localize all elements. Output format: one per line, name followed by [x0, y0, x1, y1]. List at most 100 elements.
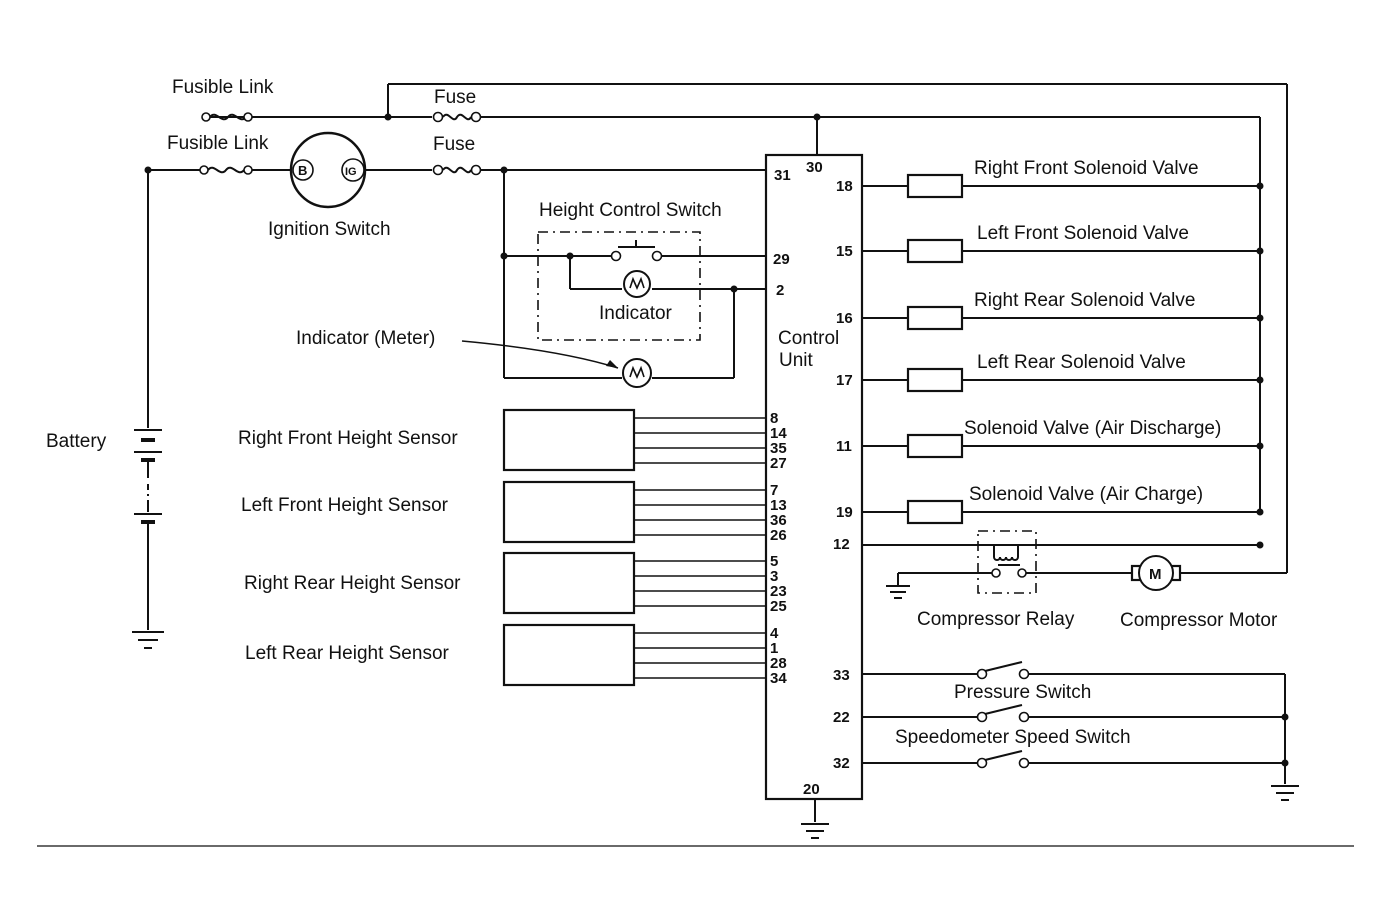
pin-2: 2	[776, 282, 784, 299]
solenoid-valve: 19 Solenoid Valve (Air Charge)	[836, 484, 1264, 525]
valve-pin-label: 17	[836, 372, 853, 389]
solenoid-valve-label: Solenoid Valve (Air Discharge)	[964, 418, 1221, 439]
valve-pin-label: 16	[836, 310, 853, 327]
height-sensor-box	[502, 623, 636, 687]
battery-label: Battery	[46, 431, 107, 452]
solenoid-valve: 16 Right Rear Solenoid Valve	[836, 290, 1264, 331]
sensor-pin-label: 7	[770, 482, 778, 499]
solenoid-valve-label: Right Rear Solenoid Valve	[974, 290, 1195, 311]
solenoid-valve-label: Solenoid Valve (Air Charge)	[969, 484, 1203, 505]
height-sensor-label: Left Front Height Sensor	[241, 495, 449, 516]
compressor-relay-icon	[991, 545, 1027, 578]
solenoid-valve-coil-icon	[906, 367, 964, 393]
compressor-relay-housing	[977, 530, 1037, 594]
valve-pin-label: 15	[836, 243, 853, 260]
sensor-pin-label: 5	[770, 553, 778, 570]
pin-12: 12	[833, 536, 850, 553]
valve-junction-dot	[1256, 442, 1264, 450]
fuse-1-icon	[432, 111, 482, 123]
sensor-pin-label: 1	[770, 640, 778, 657]
valve-junction-dot	[1256, 376, 1264, 384]
sensor-pin-label: 26	[770, 527, 787, 544]
sensor-pin-label: 27	[770, 455, 787, 472]
sensor-pin-label: 14	[770, 425, 787, 442]
relay-ground-icon	[886, 585, 910, 599]
indicator-label: Indicator	[599, 303, 673, 324]
solenoid-valve-coil-icon	[906, 173, 964, 199]
solenoid-valve-coil-icon	[906, 238, 964, 264]
valve-junction-dot	[1256, 247, 1264, 255]
solenoid-valve-label: Left Rear Solenoid Valve	[977, 352, 1186, 373]
sensor-pin-label: 13	[770, 497, 787, 514]
height-control-switch-icon	[610, 240, 663, 262]
switch-ground-icon	[1271, 785, 1299, 801]
pin-30: 30	[806, 159, 823, 176]
pin-29: 29	[773, 251, 790, 268]
sensor-pin-label: 23	[770, 583, 787, 600]
pin-31: 31	[774, 167, 791, 184]
pin-20: 20	[803, 781, 820, 798]
control-unit-label-line2: Unit	[779, 350, 814, 371]
ignition-ig-terminal: IG	[345, 166, 357, 178]
sensor-pin-label: 28	[770, 655, 787, 672]
indicator-lamp-icon	[623, 270, 651, 298]
height-sensor-box	[502, 408, 636, 472]
sensor-pin-label: 25	[770, 598, 787, 615]
valve-pin-label: 11	[836, 438, 852, 455]
height-sensor-label: Right Front Height Sensor	[238, 428, 458, 449]
pressure-switch-label: Pressure Switch	[954, 682, 1091, 703]
height-sensor-box	[502, 480, 636, 544]
fuse-2-label: Fuse	[433, 134, 475, 155]
indicator-meter-lamp-icon	[622, 358, 652, 388]
pin-22: 22	[833, 709, 850, 726]
speedometer-speed-switch-label: Speedometer Speed Switch	[895, 727, 1131, 748]
battery-icon	[134, 429, 162, 630]
sensor-pin-label: 4	[770, 625, 779, 642]
fusible-link-2-icon	[199, 165, 253, 175]
pin-32: 32	[833, 755, 850, 772]
valve-junction-dot	[1256, 314, 1264, 322]
fusible-link-1-icon	[201, 112, 253, 122]
ignition-switch-label: Ignition Switch	[268, 219, 391, 240]
fusible-link-1-label: Fusible Link	[172, 77, 274, 98]
motor-m-symbol: M	[1149, 566, 1162, 583]
solenoid-valve: 17 Left Rear Solenoid Valve	[836, 352, 1264, 393]
switch-wiring	[862, 673, 1289, 784]
speedometer-speed-switch-icon	[976, 750, 1030, 769]
fusible-link-2-label: Fusible Link	[167, 133, 269, 154]
battery-ground-icon	[132, 631, 164, 649]
indicator-meter-leader-arrow	[461, 340, 619, 369]
compressor-motor-label: Compressor Motor	[1120, 610, 1278, 631]
valve-junction-dot	[1256, 508, 1264, 516]
valve-pin-label: 19	[836, 504, 853, 521]
solenoid-valve-label: Left Front Solenoid Valve	[977, 223, 1189, 244]
solenoid-valve-coil-icon	[906, 433, 964, 459]
height-control-wiring	[500, 170, 766, 379]
ignition-switch-icon: B IG	[289, 131, 367, 209]
sensor-pin-label: 3	[770, 568, 778, 585]
compressor-wiring	[862, 541, 1264, 585]
sensor-pin-label: 35	[770, 440, 787, 457]
height-sensor-label: Right Rear Height Sensor	[244, 573, 461, 594]
fuse-2-icon	[432, 164, 482, 176]
fuse-1-label: Fuse	[434, 87, 476, 108]
height-sensor-label: Left Rear Height Sensor	[245, 643, 450, 664]
solenoid-valve-coil-icon	[906, 499, 964, 525]
control-unit-label-line1: Control	[778, 328, 839, 349]
valve-junction-dot	[1256, 182, 1264, 190]
control-unit-box	[764, 153, 864, 801]
sensor-pin-label: 34	[770, 670, 787, 687]
control-unit-ground-icon	[801, 799, 829, 839]
sensor-pin-label: 8	[770, 410, 778, 427]
height-control-switch-housing	[537, 231, 701, 341]
compressor-relay-label: Compressor Relay	[917, 609, 1075, 630]
solenoid-valve: 11 Solenoid Valve (Air Discharge)	[836, 418, 1264, 459]
solenoid-valve: 15 Left Front Solenoid Valve	[836, 223, 1264, 264]
solenoid-valve-label: Right Front Solenoid Valve	[974, 158, 1199, 179]
